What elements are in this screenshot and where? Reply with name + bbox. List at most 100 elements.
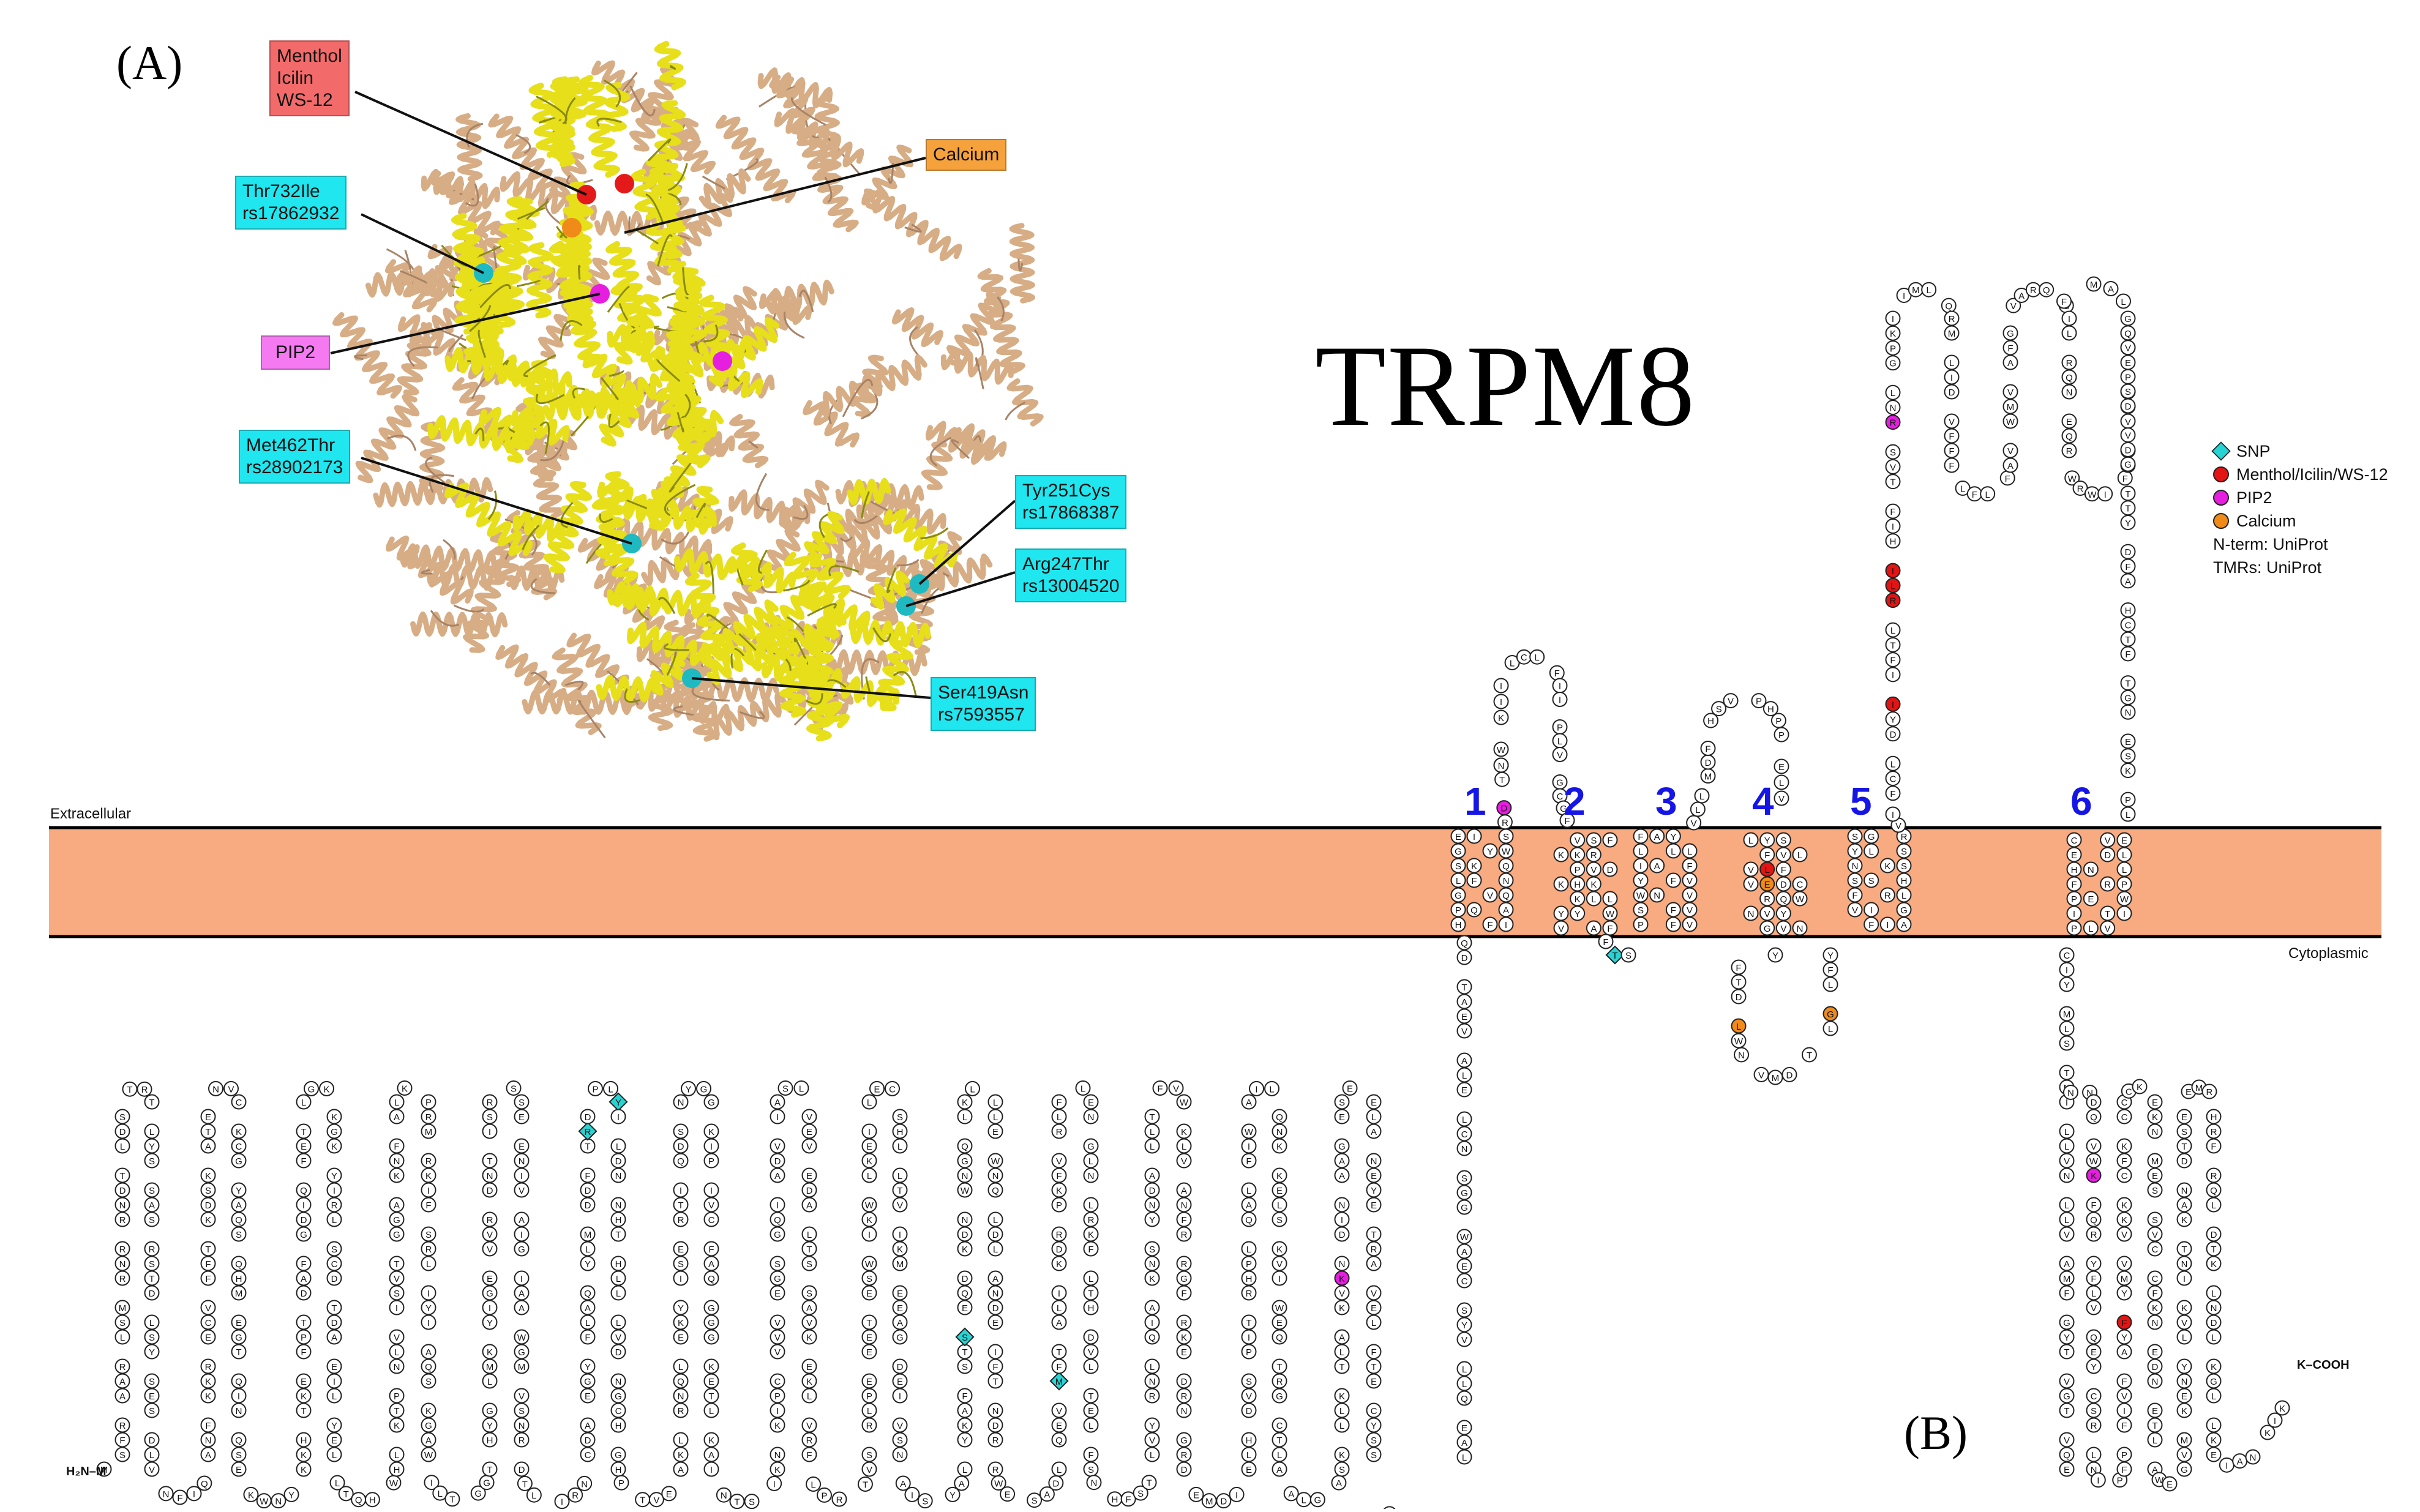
residue-letter: N	[1852, 861, 1859, 872]
residue-letter: W	[1636, 891, 1646, 901]
residue-letter: K	[1056, 1259, 1062, 1270]
residue: K	[1570, 847, 1586, 863]
residue-letter: M	[896, 1259, 904, 1270]
residue-letter: F	[1471, 876, 1477, 886]
residue: S	[770, 1256, 785, 1271]
residue: D	[892, 1358, 908, 1374]
calcium-dot-icon	[2213, 513, 2229, 529]
residue: L	[1075, 1080, 1091, 1096]
residue: L	[1272, 1197, 1287, 1213]
residue: V	[1682, 916, 1698, 932]
residue: C	[885, 1080, 900, 1096]
residue-letter: V	[1728, 697, 1734, 707]
residue-letter: S	[1901, 861, 1907, 872]
residue: V	[2100, 832, 2116, 848]
residue-letter: T	[2125, 679, 2130, 689]
residue-letter: K	[1471, 861, 1477, 872]
residue-letter: E	[1371, 1098, 1377, 1108]
residue-letter: N	[897, 1450, 904, 1461]
residue: S	[144, 1182, 160, 1198]
residue-letter: V	[487, 1230, 493, 1240]
residue: F	[200, 1270, 216, 1286]
residue: A	[200, 1447, 216, 1462]
residue-letter: V	[615, 1333, 621, 1343]
residue-letter: D	[992, 1230, 999, 1240]
residue: I	[1493, 694, 1509, 709]
residue: V	[2147, 1226, 2163, 1242]
loop-segment	[682, 267, 689, 296]
residue: V	[1775, 920, 1791, 936]
residue: D	[957, 1226, 973, 1242]
residue-letter: E	[2125, 737, 2131, 747]
extracellular-label: Extracellular	[50, 806, 132, 822]
residue: L	[610, 1285, 626, 1301]
residue-letter: K	[2211, 1435, 2217, 1446]
residue: A	[1272, 1461, 1287, 1477]
loop-segment	[738, 633, 757, 651]
residue-letter: S	[236, 1230, 242, 1240]
residue: C	[1272, 1417, 1287, 1433]
residue: Q	[703, 1270, 719, 1286]
residue-letter: V	[2064, 1377, 2070, 1387]
residue: A	[326, 1329, 342, 1345]
residue: G	[770, 1226, 785, 1242]
residue: I	[1944, 369, 1960, 385]
residue-letter: H	[236, 1274, 242, 1284]
residue: A	[200, 1138, 216, 1154]
loop-segment	[865, 676, 871, 694]
pip2-dot-icon	[2213, 490, 2229, 506]
residue-circle	[610, 1344, 626, 1360]
residue: F	[1366, 1344, 1382, 1360]
residue-letter: F	[1687, 861, 1692, 872]
residue-circle	[482, 1402, 498, 1418]
residue-letter: P	[618, 1478, 624, 1489]
residue: R	[2086, 1417, 2102, 1433]
panel-b-title: TRPM8	[1315, 322, 1696, 451]
residue-letter: V	[1487, 891, 1493, 901]
residue-letter: S	[2152, 1215, 2158, 1226]
residue-letter: L	[993, 1244, 998, 1255]
residue: R	[578, 1121, 598, 1141]
residue: G	[482, 1402, 498, 1418]
residue-letter: W	[1180, 1098, 1189, 1108]
residue-letter: F	[1607, 924, 1613, 934]
residue: G	[2206, 1373, 2222, 1389]
residue-letter: A	[1371, 1259, 1377, 1270]
residue: F	[1864, 916, 1879, 932]
residue: K	[801, 1329, 817, 1345]
residue: K	[801, 1373, 817, 1389]
residue: S	[482, 1109, 498, 1125]
residue-letter: F	[301, 1259, 306, 1270]
residue-circle	[389, 1256, 405, 1271]
residue-letter: W	[2089, 1156, 2099, 1167]
residue-letter: I	[680, 1274, 682, 1284]
residue: T	[957, 1344, 973, 1360]
residue-circle	[144, 1344, 160, 1360]
residue-letter: A	[1056, 1318, 1062, 1328]
residue-letter: G	[708, 1098, 715, 1108]
residue-letter: L	[1057, 1465, 1062, 1475]
residue-letter: V	[149, 1465, 155, 1475]
residue-letter: L	[394, 1098, 399, 1108]
residue-letter: C	[1461, 1129, 1468, 1140]
residue-letter: D	[119, 1127, 126, 1137]
residue-letter: Q	[677, 1156, 684, 1167]
residue: G	[2002, 325, 2018, 341]
residue: W	[1633, 887, 1649, 903]
residue-letter: L	[1949, 358, 1954, 369]
residue-circle	[114, 1167, 130, 1183]
residue-letter: E	[1088, 1406, 1094, 1417]
residue-letter: L	[970, 1084, 975, 1095]
residue-letter: E	[897, 1289, 903, 1299]
residue: D	[1456, 949, 1472, 965]
residue: A	[2002, 354, 2018, 370]
residue-letter: E	[678, 1333, 684, 1343]
residue: F	[1152, 1080, 1168, 1096]
residue: F	[296, 1256, 312, 1271]
residue: D	[1775, 876, 1791, 892]
residue-letter: V	[2007, 387, 2014, 398]
residue: V	[1570, 832, 1586, 848]
panel-b-label: (B)	[1904, 1406, 1968, 1459]
residue-circle	[296, 1123, 312, 1139]
loop-segment	[523, 354, 556, 378]
